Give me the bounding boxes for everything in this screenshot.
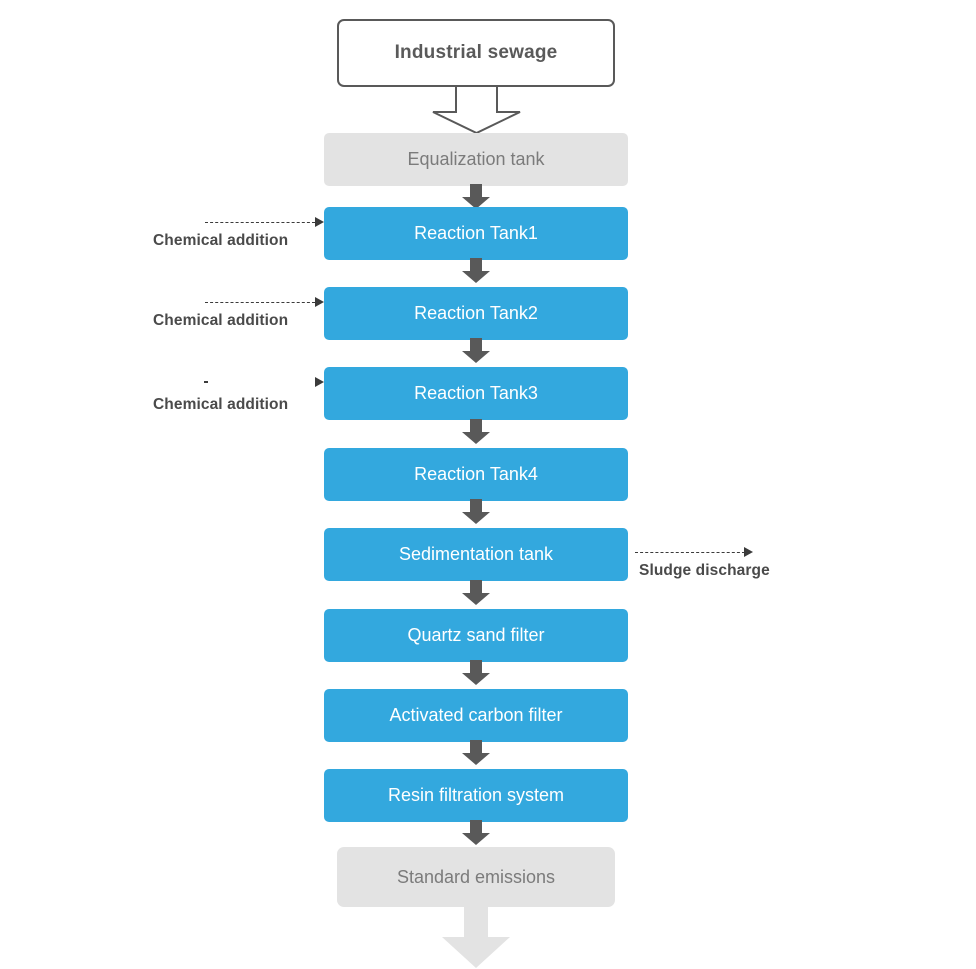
arrowhead-icon	[744, 547, 753, 557]
arrowhead-icon	[315, 377, 324, 387]
label-chemical-addition-3: Chemical addition	[153, 396, 289, 413]
node-quartz-sand-filter[interactable]: Quartz sand filter	[324, 609, 628, 662]
node-label: Reaction Tank3	[414, 383, 538, 403]
chemical-addition-connector-2	[205, 302, 315, 303]
down-arrow-icon	[461, 820, 491, 846]
label-sludge-discharge: Sludge discharge	[639, 562, 770, 579]
hollow-down-arrow-icon	[424, 86, 529, 134]
node-reaction-tank-3[interactable]: Reaction Tank3	[324, 367, 628, 420]
node-reaction-tank-4[interactable]: Reaction Tank4	[324, 448, 628, 501]
down-arrow-icon	[461, 258, 491, 284]
node-activated-carbon-filter[interactable]: Activated carbon filter	[324, 689, 628, 742]
node-industrial-sewage[interactable]: Industrial sewage	[337, 19, 615, 87]
node-label: Sedimentation tank	[398, 544, 554, 564]
label-chemical-addition-2: Chemical addition	[153, 312, 289, 329]
node-label: Reaction Tank2	[414, 303, 538, 323]
chemical-addition-connector-1	[205, 222, 315, 223]
outflow-down-arrow-icon	[438, 907, 514, 969]
node-reaction-tank-1[interactable]: Reaction Tank1	[324, 207, 628, 260]
node-label: Quartz sand filter	[407, 625, 545, 645]
node-label: Reaction Tank4	[414, 464, 538, 484]
down-arrow-icon	[461, 419, 491, 445]
chemical-addition-connector-3	[204, 381, 208, 383]
node-label: Resin filtration system	[387, 785, 565, 805]
node-label: Activated carbon filter	[389, 705, 563, 725]
arrowhead-icon	[315, 297, 324, 307]
down-arrow-icon	[461, 740, 491, 766]
sludge-discharge-connector	[635, 552, 745, 553]
node-equalization-tank[interactable]: Equalization tank	[324, 133, 628, 186]
node-reaction-tank-2[interactable]: Reaction Tank2	[324, 287, 628, 340]
node-standard-emissions[interactable]: Standard emissions	[337, 847, 615, 907]
node-resin-filtration-system[interactable]: Resin filtration system	[324, 769, 628, 822]
node-sedimentation-tank[interactable]: Sedimentation tank	[324, 528, 628, 581]
node-label: Standard emissions	[396, 866, 556, 887]
down-arrow-icon	[461, 184, 491, 210]
label-chemical-addition-1: Chemical addition	[153, 232, 289, 249]
down-arrow-icon	[461, 660, 491, 686]
node-label: Reaction Tank1	[414, 223, 538, 243]
node-label: Equalization tank	[407, 149, 545, 169]
down-arrow-icon	[461, 580, 491, 606]
down-arrow-icon	[461, 499, 491, 525]
arrowhead-icon	[315, 217, 324, 227]
down-arrow-icon	[461, 338, 491, 364]
node-label: Industrial sewage	[394, 42, 558, 63]
